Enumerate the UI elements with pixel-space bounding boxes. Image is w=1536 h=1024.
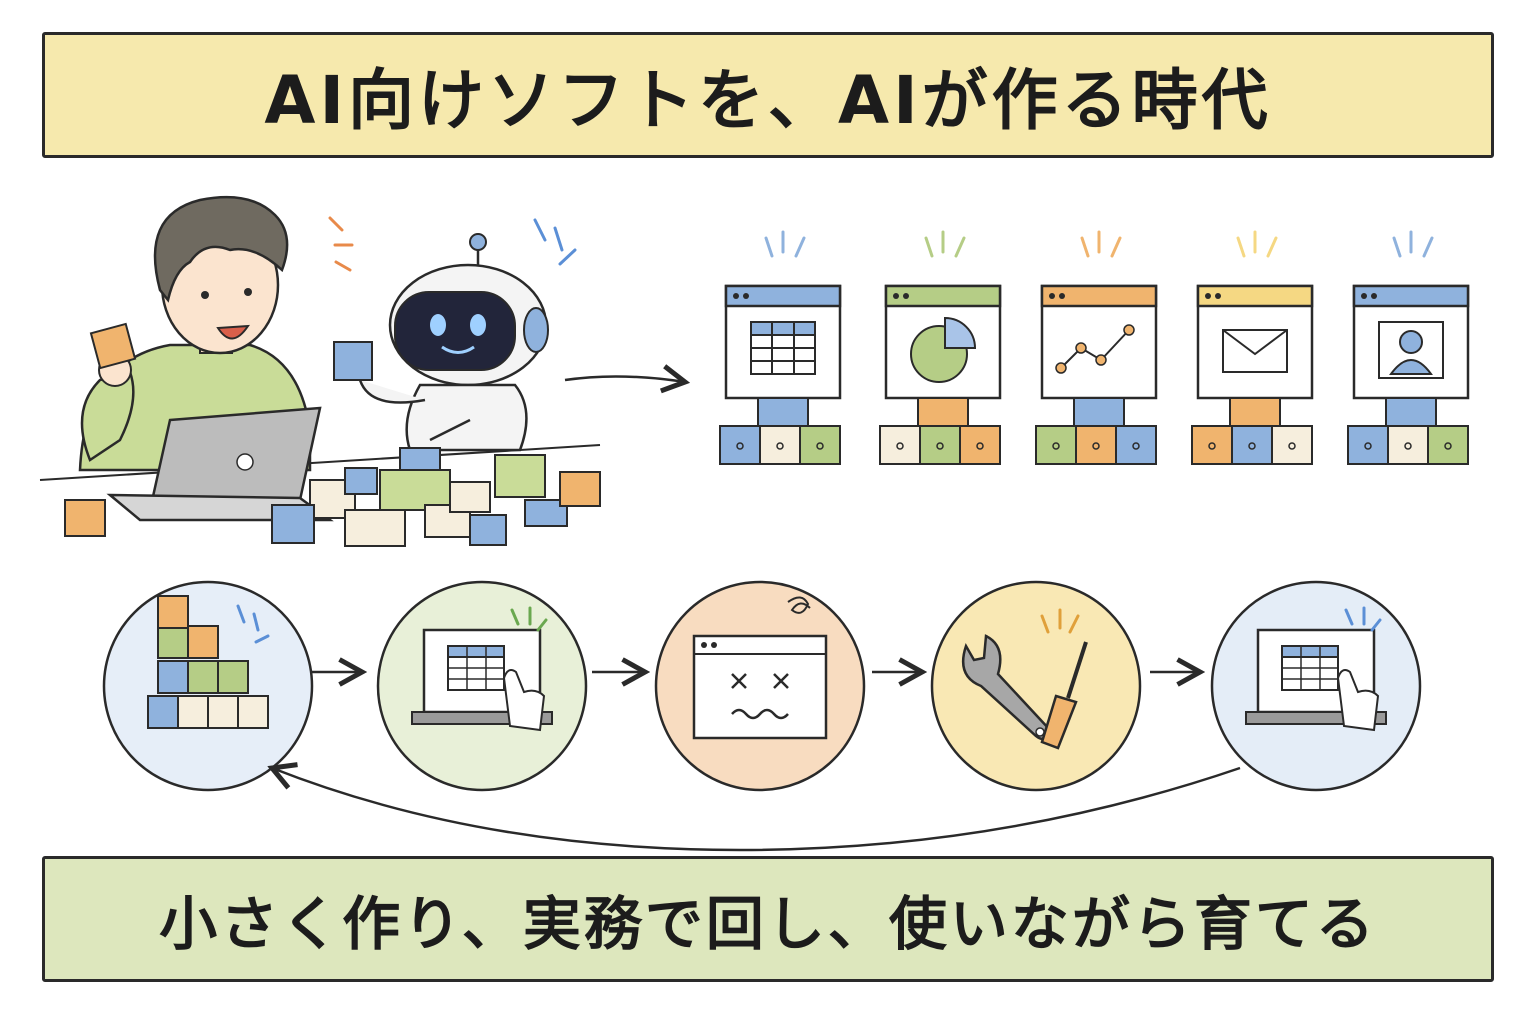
app-unit <box>1035 230 1158 465</box>
laptop-touch-icon <box>411 606 553 732</box>
improvement-cycle <box>102 580 1422 792</box>
pie-chart-icon <box>910 316 977 383</box>
app-unit <box>1191 230 1314 465</box>
person-robot-scene <box>39 195 601 547</box>
cycle-step-fix <box>930 580 1142 792</box>
envelope-icon <box>1222 329 1288 373</box>
person-hair <box>153 195 289 303</box>
app-unit <box>879 230 1002 465</box>
laptop-screen <box>148 406 322 512</box>
stacked-blocks-icon <box>147 595 270 729</box>
scattered-blocks <box>64 447 601 547</box>
footer-slogan: 小さく作り、実務で回し、使いながら育てる <box>159 890 1377 958</box>
cycle-step-build-blocks <box>102 580 314 792</box>
cycle-return-arrow <box>272 768 1241 852</box>
cycle-step-use-at-work <box>376 580 588 792</box>
page-title: AI向けソフトを、AIが作る時代 <box>264 62 1272 139</box>
laptop-touch-icon <box>1245 606 1387 732</box>
app-unit <box>719 230 842 465</box>
cycle-step-error <box>654 580 866 792</box>
wrench-screwdriver-icon <box>961 608 1088 750</box>
user-profile-icon <box>1378 321 1444 379</box>
cycle-step-improved <box>1210 580 1422 792</box>
app-unit <box>1347 230 1470 465</box>
line-graph-icon <box>1055 324 1135 374</box>
broken-window-icon <box>692 596 828 740</box>
app-units <box>719 230 1470 465</box>
spreadsheet-icon <box>750 321 816 375</box>
footer-banner: 小さく作り、実務で回し、使いながら育てる <box>42 856 1494 982</box>
title-banner: AI向けソフトを、AIが作る時代 <box>42 32 1494 158</box>
scene-to-apps-arrow <box>564 376 685 382</box>
